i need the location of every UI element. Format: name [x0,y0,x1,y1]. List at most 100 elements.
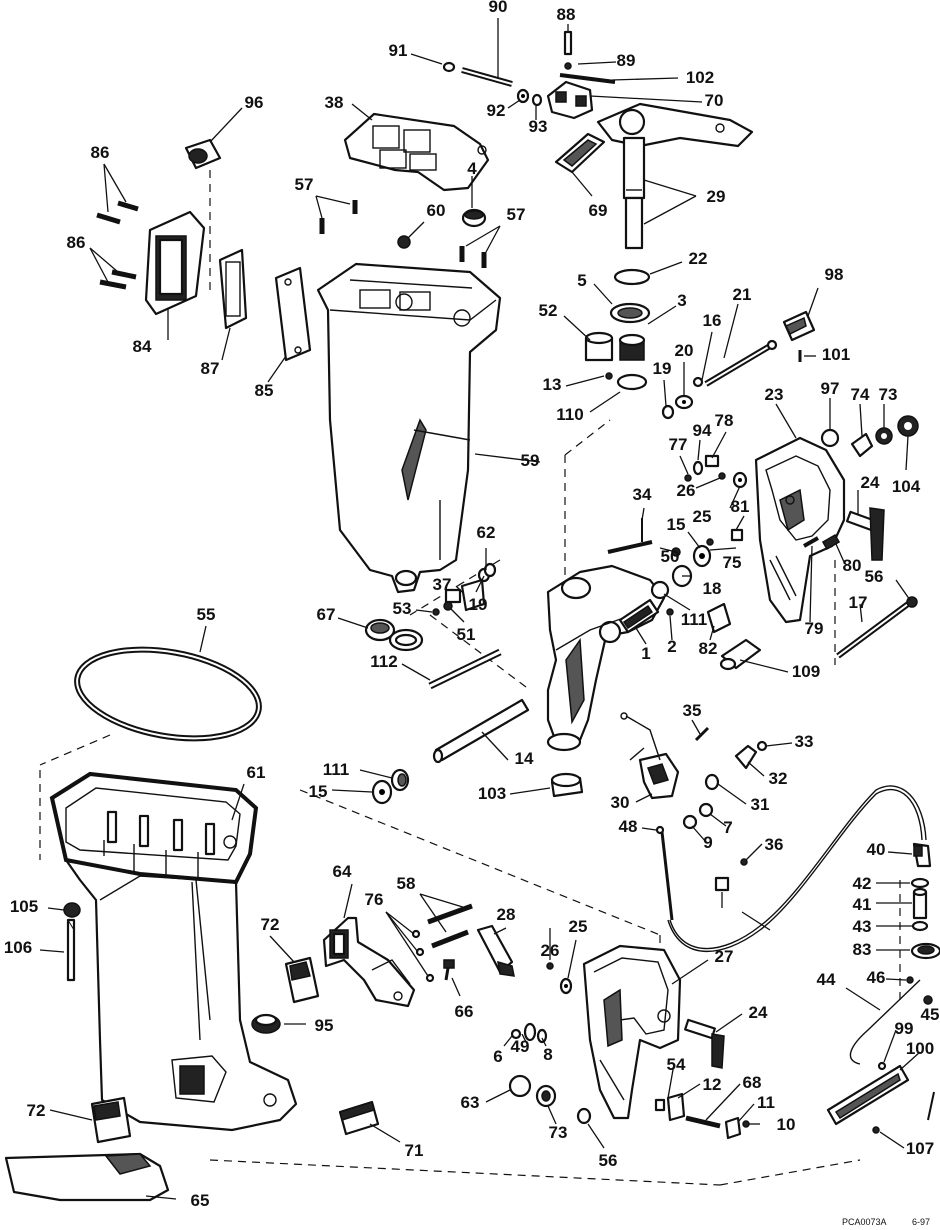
part-69-gasket [554,132,606,174]
part-18-111-bushings [650,564,693,600]
callout-5: 5 [577,271,586,290]
part-89-102-link [559,73,616,84]
part-48-rod [655,825,674,921]
callout-60: 60 [427,201,446,220]
part-66-screw [443,959,455,981]
callout-13: 13 [543,375,562,394]
callout-45: 45 [921,1005,940,1024]
part-80-screw [821,534,841,550]
part-74-clip [850,432,874,458]
callout-2: 2 [667,637,676,656]
callout-42: 42 [853,874,872,893]
part-20-16-19-washers [661,376,704,420]
part-39-cable [667,785,927,952]
part-pin-shaft [618,598,660,634]
part-70-steering-bracket [546,80,594,120]
callout-9: 9 [703,833,712,852]
part-107-screw [872,1091,935,1134]
part-2-pin [666,608,674,616]
part-54-12-68-11-10-parts [654,1092,750,1140]
part-60-plug [397,235,411,249]
part-105-nut [63,902,81,918]
callout-102: 102 [686,68,714,87]
part-44-wire [849,979,921,1065]
callout-21: 21 [733,285,752,304]
callout-50: 50 [661,547,680,566]
footer-code: PCA0073A [842,1217,887,1227]
footer-date: 6-97 [912,1217,930,1227]
part-24-lever [845,507,885,561]
callout-30: 30 [611,793,630,812]
callout-44: 44 [817,970,836,989]
callout-67: 67 [317,605,336,624]
callout-68: 68 [743,1073,762,1092]
callout-4: 4 [467,159,477,178]
part-73-washer [875,427,893,445]
part-99-pin [877,1061,887,1071]
callout-65: 65 [191,1191,210,1210]
callout-23: 23 [765,385,784,404]
callout-25: 25 [693,507,712,526]
part-32-clip [734,744,758,770]
part-81-block [730,528,744,542]
callout-94: 94 [693,421,712,440]
callout-29: 29 [707,187,726,206]
part-22-oring [613,268,651,286]
part-104-nut [897,415,919,437]
part-55-seal-ring [74,646,262,742]
part-103-seal [550,772,584,798]
callout-104: 104 [892,477,921,496]
callout-103: 103 [478,784,506,803]
callout-41: 41 [853,895,872,914]
callout-14: 14 [515,749,534,768]
callout-51: 51 [457,625,476,644]
callout-95: 95 [315,1016,334,1035]
part-57-bolts [319,200,487,268]
callout-77: 77 [669,435,688,454]
callout-96: 96 [245,93,264,112]
part-61-driveshaft-housing [49,771,298,1132]
callout-71: 71 [405,1141,424,1160]
callout-85: 85 [255,381,274,400]
callout-79: 79 [805,619,824,638]
callout-97: 97 [821,379,840,398]
callout-110: 110 [556,405,583,424]
callout-88: 88 [557,5,576,24]
callout-57: 57 [507,205,526,224]
callout-3: 3 [677,291,686,310]
part-23-stern-bracket [754,436,846,624]
part-21-shaft [704,339,778,387]
callout-18: 18 [703,579,722,598]
callout-25: 25 [569,917,588,936]
part-24-lever-lower [684,1018,725,1069]
part-63-bushing [508,1074,532,1098]
callout-24: 24 [861,473,880,492]
part-59-exhaust-housing [316,262,502,594]
part-5-seal [609,302,651,324]
callout-40: 40 [867,840,886,859]
callout-12: 12 [703,1075,722,1094]
callout-112: 112 [370,652,397,671]
callout-72: 72 [261,915,280,934]
callout-84: 84 [133,337,152,356]
part-65-plate [4,1152,170,1202]
callout-16: 16 [703,311,722,330]
part-95-mount [251,1013,281,1034]
part-3-bushing [618,333,646,361]
callout-89: 89 [617,51,636,70]
callout-52: 52 [539,301,558,320]
callout-80: 80 [843,556,862,575]
callout-38: 38 [325,93,344,112]
callout-7: 7 [723,818,732,837]
part-56-bushing-lower [576,1107,592,1125]
part-6-49-8-washers [510,1022,548,1044]
callout-87: 87 [201,359,220,378]
part-29-steering-arm [596,102,754,250]
part-15-washer [371,779,393,805]
callout-83: 83 [853,940,872,959]
part-34-bolt [607,518,653,554]
callout-106: 106 [4,938,32,957]
callout-111: 111 [681,610,708,629]
part-73-washer-lower [535,1084,557,1108]
callout-64: 64 [333,862,352,881]
